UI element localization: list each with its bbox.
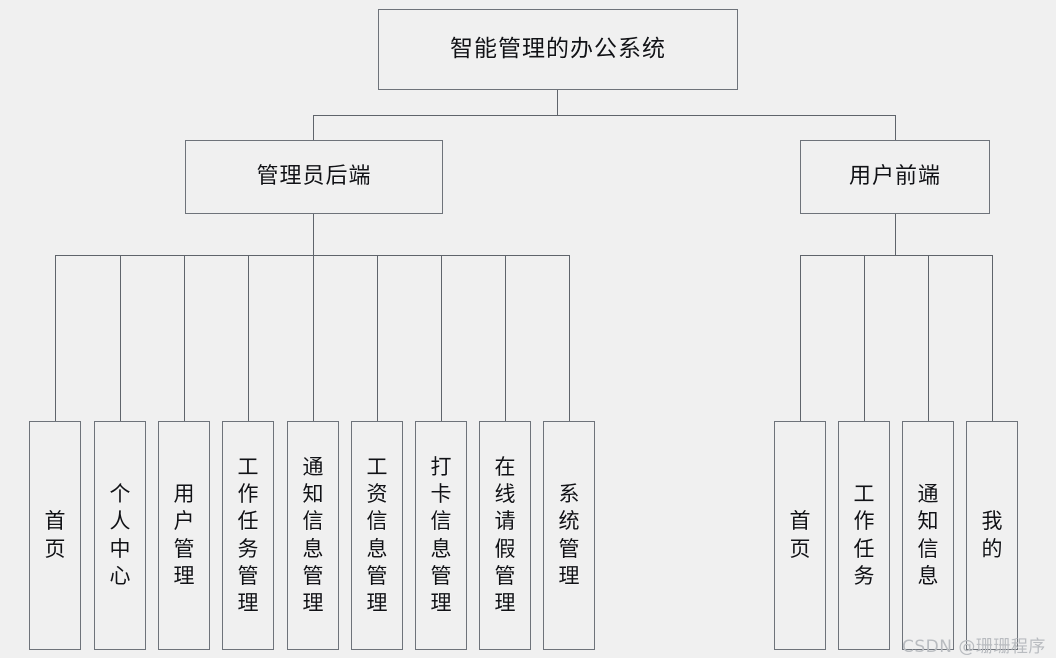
node-branch-user-label: 用户前端	[848, 164, 941, 190]
node-leaf-admin-8[interactable]: 在 线 请 假 管 理	[479, 421, 531, 650]
node-leaf-user-1-label: 首 页	[789, 509, 811, 561]
node-leaf-user-3-label: 通 知 信 息	[917, 481, 939, 588]
node-leaf-admin-9[interactable]: 系 统 管 理	[543, 421, 595, 650]
connector-to-admin-branch	[313, 115, 314, 141]
csdn-watermark: CSDN @珊珊程序	[902, 637, 1046, 657]
connector-user-drop-2	[864, 255, 865, 421]
node-leaf-admin-1-label: 首 页	[44, 509, 66, 561]
node-branch-admin[interactable]: 管理员后端	[185, 140, 443, 214]
node-root[interactable]: 智能管理的办公系统	[378, 9, 738, 90]
node-leaf-admin-1[interactable]: 首 页	[29, 421, 81, 650]
node-leaf-user-2-label: 工 作 任 务	[853, 481, 875, 588]
node-leaf-admin-2-label: 个 人 中 心	[109, 481, 131, 588]
node-leaf-admin-3-label: 用 户 管 理	[173, 481, 195, 588]
connector-root-stem	[557, 90, 558, 116]
node-branch-user[interactable]: 用户前端	[800, 140, 990, 214]
node-leaf-user-1[interactable]: 首 页	[774, 421, 826, 650]
node-root-label: 智能管理的办公系统	[450, 35, 666, 62]
connector-admin-drop-5	[313, 255, 314, 421]
connector-user-drop-4	[992, 255, 993, 421]
node-leaf-admin-2[interactable]: 个 人 中 心	[94, 421, 146, 650]
node-leaf-admin-7[interactable]: 打 卡 信 息 管 理	[415, 421, 467, 650]
node-leaf-user-2[interactable]: 工 作 任 务	[838, 421, 890, 650]
connector-admin-drop-8	[505, 255, 506, 421]
node-leaf-admin-3[interactable]: 用 户 管 理	[158, 421, 210, 650]
connector-to-user-branch	[895, 115, 896, 141]
connector-user-bus	[800, 255, 992, 256]
connector-admin-drop-9	[569, 255, 570, 421]
node-leaf-admin-8-label: 在 线 请 假 管 理	[494, 454, 516, 616]
connector-level1-bus	[313, 115, 896, 116]
node-leaf-admin-9-label: 系 统 管 理	[558, 481, 580, 588]
node-leaf-user-4[interactable]: 我 的	[966, 421, 1018, 650]
node-leaf-admin-5[interactable]: 通 知 信 息 管 理	[287, 421, 339, 650]
node-branch-admin-label: 管理员后端	[256, 164, 372, 190]
node-leaf-admin-6[interactable]: 工 资 信 息 管 理	[351, 421, 403, 650]
connector-admin-drop-3	[184, 255, 185, 421]
connector-admin-drop-6	[377, 255, 378, 421]
node-leaf-admin-4[interactable]: 工 作 任 务 管 理	[222, 421, 274, 650]
connector-admin-drop-1	[55, 255, 56, 421]
connector-admin-drop-2	[120, 255, 121, 421]
node-leaf-admin-6-label: 工 资 信 息 管 理	[366, 454, 388, 616]
connector-admin-drop-7	[441, 255, 442, 421]
node-leaf-user-3[interactable]: 通 知 信 息	[902, 421, 954, 650]
connector-admin-bus	[55, 255, 570, 256]
node-leaf-admin-4-label: 工 作 任 务 管 理	[237, 454, 259, 616]
connector-user-drop-1	[800, 255, 801, 421]
connector-admin-drop-4	[248, 255, 249, 421]
connector-user-drop-3	[928, 255, 929, 421]
node-leaf-admin-5-label: 通 知 信 息 管 理	[302, 454, 324, 616]
node-leaf-user-4-label: 我 的	[981, 509, 1003, 561]
node-leaf-admin-7-label: 打 卡 信 息 管 理	[430, 454, 452, 616]
connector-admin-stem	[313, 214, 314, 256]
connector-user-stem	[895, 214, 896, 256]
